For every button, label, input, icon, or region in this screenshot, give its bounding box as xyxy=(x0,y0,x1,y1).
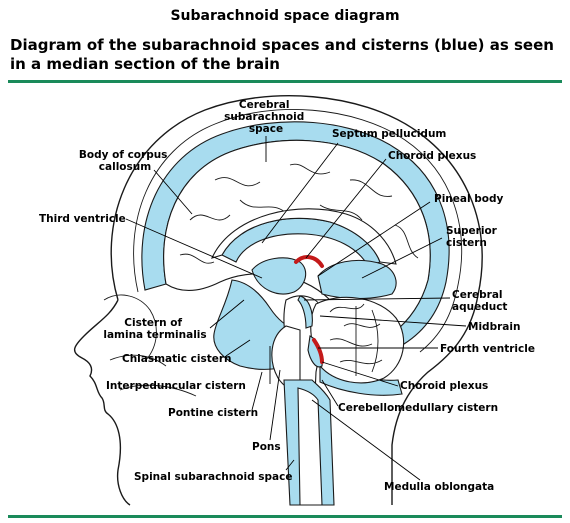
corpus-callosum xyxy=(210,208,397,265)
label-pontine-cistern: Pontine cistern xyxy=(168,407,258,419)
label-choroid-plexus-lower: Choroid plexus xyxy=(400,380,488,392)
label-body-of-corpus-callosum: Body of corpus callosum xyxy=(79,149,171,173)
label-medulla-oblongata: Medulla oblongata xyxy=(384,481,494,493)
label-superior-cistern: Superior cistern xyxy=(446,225,501,249)
leader-septum-pellucidum xyxy=(261,142,339,244)
label-cistern-of-lamina-terminalis: Cistern of lamina terminalis xyxy=(103,317,206,341)
label-interpeduncular-cistern: Interpeduncular cistern xyxy=(106,380,246,392)
label-third-ventricle: Third ventricle xyxy=(39,213,126,225)
page-title: Subarachnoid space diagram xyxy=(170,8,400,24)
leader-chiasmatic-cistern xyxy=(225,339,251,357)
label-pons: Pons xyxy=(252,441,281,453)
leader-cistern-of-lamina-terminalis xyxy=(209,299,245,329)
label-chiasmatic-cistern: Chiasmatic cistern xyxy=(122,353,232,365)
facial-structure-outline xyxy=(103,294,197,397)
cerebral-gyri xyxy=(179,163,419,264)
spinal-cord xyxy=(297,387,323,506)
third-ventricle xyxy=(251,257,307,295)
leader-cerebellomedullary-cistern xyxy=(321,379,339,407)
diagram-subtitle: Diagram of the subarachnoid spaces and c… xyxy=(10,36,554,73)
leader-superior-cistern xyxy=(361,237,443,279)
label-septum-pellucidum: Septum pellucidum xyxy=(332,128,446,140)
top-divider xyxy=(8,80,562,83)
leader-choroid-plexus-lower xyxy=(321,361,399,387)
leader-medulla-oblongata xyxy=(311,399,421,481)
leader-midbrain xyxy=(319,315,467,327)
label-cerebellomedullary-cistern: Cerebellomedullary cistern xyxy=(338,402,498,414)
label-cerebral-aqueduct: Cerebral aqueduct xyxy=(452,289,507,313)
leader-third-ventricle xyxy=(125,218,263,279)
leader-pontine-cistern xyxy=(251,371,263,411)
choroid-plexus-third-ventricle xyxy=(294,255,324,268)
label-fourth-ventricle: Fourth ventricle xyxy=(440,343,535,355)
label-pineal-body: Pineal body xyxy=(434,193,503,205)
cerebral-aqueduct xyxy=(297,295,313,329)
leader-body-of-corpus-callosum xyxy=(153,169,193,215)
choroid-plexus-fourth-ventricle xyxy=(312,338,324,364)
label-choroid-plexus-upper: Choroid plexus xyxy=(388,150,476,162)
leader-spinal-subarachnoid-space xyxy=(285,459,295,471)
label-cerebral-subarachnoid-space: Cerebral subarachnoid space xyxy=(224,99,308,135)
bottom-divider xyxy=(8,515,562,518)
leader-pons xyxy=(269,369,281,441)
label-spinal-subarachnoid-space: Spinal subarachnoid space xyxy=(134,471,292,483)
leader-choroid-plexus-upper xyxy=(305,158,387,259)
leader-cerebral-aqueduct xyxy=(303,297,451,301)
head-outline xyxy=(74,95,483,506)
label-midbrain: Midbrain xyxy=(468,321,520,333)
leader-pineal-body xyxy=(317,201,431,277)
cerebellar-folia xyxy=(329,303,383,376)
